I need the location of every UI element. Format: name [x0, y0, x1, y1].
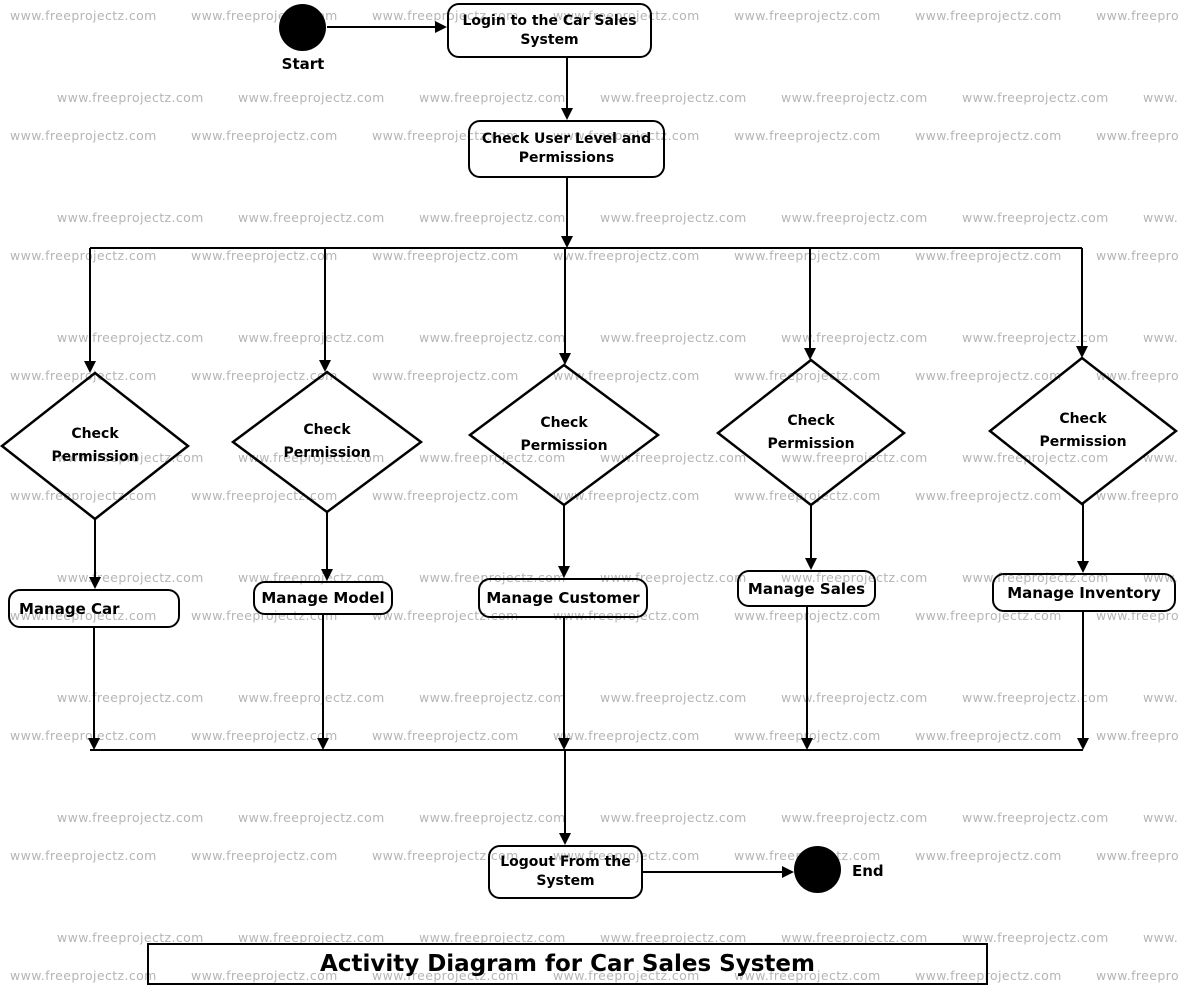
- decision-label-4: Check Permission: [767, 413, 855, 452]
- activity-check-user-level: Check User Level and Permissions: [468, 120, 665, 178]
- end-label: End: [852, 862, 884, 880]
- diagram-title: Activity Diagram for Car Sales System: [320, 951, 815, 977]
- start-node: [279, 4, 326, 51]
- activity-login: Login to the Car Sales System: [447, 3, 652, 58]
- decision-label-2: Check Permission: [283, 422, 371, 461]
- start-label: Start: [281, 55, 325, 73]
- activity-login-line1: Login to the Car Sales: [462, 12, 637, 29]
- decision-label-3: Check Permission: [520, 415, 608, 454]
- action-manage-customer: Manage Customer: [478, 578, 648, 618]
- activity-login-line2: System: [520, 31, 579, 48]
- end-node: [794, 846, 841, 893]
- activity-logout-line2: System: [536, 873, 595, 889]
- action-manage-car: Manage Car: [8, 589, 180, 628]
- activity-check-line2: Permissions: [518, 150, 615, 166]
- decision-label-1: Check Permission: [51, 426, 139, 465]
- action-manage-sales: Manage Sales: [737, 570, 876, 607]
- action-manage-model: Manage Model: [253, 581, 393, 615]
- decision-label-5: Check Permission: [1039, 411, 1127, 450]
- diagram-title-box: Activity Diagram for Car Sales System: [147, 943, 988, 985]
- activity-logout-line1: Logout From the: [500, 854, 631, 870]
- activity-check-line1: Check User Level and: [481, 131, 652, 147]
- action-manage-inventory: Manage Inventory: [992, 573, 1176, 612]
- activity-logout: Logout From the System: [488, 845, 643, 899]
